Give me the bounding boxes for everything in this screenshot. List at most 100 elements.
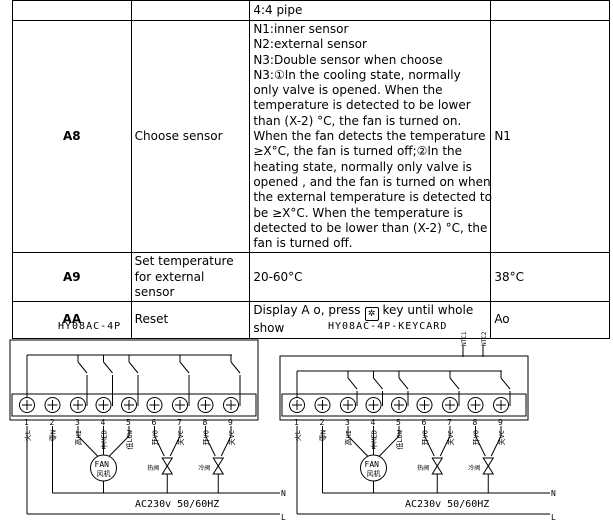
range-text: key until whole — [382, 303, 474, 318]
range-line: than (X-2) °C, the fan is turned on. — [253, 113, 462, 128]
cell-empty — [12, 0, 132, 21]
range-line: N3:①In the cooling state, normally — [253, 67, 461, 82]
name-line: sensor — [134, 285, 175, 300]
terminal-number: 9 — [228, 418, 233, 427]
relay-switch — [373, 377, 383, 390]
fan-lead — [347, 435, 370, 459]
terminal-number: 6 — [152, 418, 157, 427]
controller-box — [9, 339, 259, 421]
terminal-label: 关VC — [176, 430, 185, 445]
diagram-title: HY08AC-4P-KEYCARD — [328, 321, 447, 332]
terminal-label: 火L — [294, 430, 302, 441]
fan-lead — [377, 435, 400, 459]
terminal-label: 低LOW — [125, 429, 134, 449]
fan-label: FAN — [365, 460, 380, 469]
relay-switch — [179, 361, 190, 374]
table-row-a9: A9 Set temperature for external sensor 2… — [12, 252, 610, 303]
name-line: Set temperature for external — [134, 254, 234, 284]
terminal-number: 1 — [24, 418, 29, 427]
terminal-number: 2 — [50, 418, 55, 427]
cell-default: N1 — [490, 19, 610, 254]
terminal-label: 关VC — [446, 430, 455, 445]
valve-label: 热阀 — [147, 464, 159, 472]
terminal-label: 火L — [24, 430, 32, 441]
l-label: L — [281, 513, 286, 522]
table-row-aa: AA Reset Display A o, press✲key until wh… — [12, 301, 610, 339]
terminal-number: 8 — [473, 418, 478, 427]
fan-cn-label: 风机 — [367, 469, 381, 478]
fan-key-icon: ✲ — [364, 307, 379, 322]
cell-code: A9 — [12, 252, 132, 303]
range-line: detected to be lower than (X-2) °C, the — [253, 220, 488, 235]
valve-label: 热阀 — [417, 464, 429, 472]
valve-label: 冷阀 — [198, 464, 210, 472]
range-line: N3:Double sensor when choose — [253, 52, 443, 67]
range-line: fan is turned off. — [253, 236, 353, 251]
valve-icon — [431, 457, 444, 467]
valve-icon — [212, 457, 225, 467]
valve-lead — [154, 435, 165, 457]
valve-icon — [212, 465, 225, 475]
table-row-partial: 4:4 pipe — [12, 0, 610, 21]
n-label: N — [281, 489, 286, 498]
valve-lead — [205, 435, 216, 457]
cell-empty — [490, 0, 610, 21]
range-text: Display A o, press — [253, 303, 361, 318]
cell-range: 20-60°C — [249, 252, 492, 303]
terminal-label: 关VC — [497, 430, 506, 445]
terminal-number: 7 — [177, 418, 182, 427]
relay-switch — [128, 361, 139, 374]
terminal-strip — [281, 393, 527, 417]
fan-cn-label: 风机 — [97, 469, 111, 478]
range-line: temperature is detected to be lower — [253, 98, 471, 113]
terminal-number: 4 — [371, 418, 376, 427]
valve-lead — [220, 435, 232, 457]
terminal-label: 零N — [50, 430, 58, 441]
range-line: be ≥X°C. When the temperature is — [253, 205, 464, 220]
cell-code: A8 — [12, 19, 132, 254]
valve-lead — [424, 435, 435, 457]
wiring-diagrams: HY08AC-4P1火L2零N3高HI4中MED5低LOW6开VO7关VC8开V… — [0, 318, 613, 523]
terminal-number: 4 — [101, 418, 106, 427]
range-line: Display A o, press✲key until whole — [253, 303, 487, 322]
valve-lead — [490, 435, 502, 457]
controller-box — [279, 355, 529, 421]
terminal-number: 2 — [320, 418, 325, 427]
terminal-number: 5 — [396, 418, 401, 427]
terminal-number: 3 — [345, 418, 350, 427]
cell-name: Set temperature for external sensor — [130, 252, 251, 303]
n-label: N — [551, 489, 556, 498]
cell-range: Display A o, press✲key until whole show — [249, 301, 492, 339]
relay-switch — [77, 361, 88, 374]
valve-icon — [482, 457, 495, 467]
range-line: heating state, normally only valve is — [253, 159, 472, 174]
range-line: only valve is opened. When the — [253, 83, 443, 98]
relay-switch — [230, 361, 241, 374]
diagram-title: HY08AC-4P — [58, 321, 121, 332]
range-line: N1:inner sensor — [253, 22, 349, 36]
terminal-number: 7 — [447, 418, 452, 427]
terminal-label: 高HI — [74, 430, 83, 445]
relay-switch — [398, 377, 409, 390]
range-line: the external temperature is detected to — [253, 190, 492, 205]
terminal-label: 低LOW — [395, 429, 404, 449]
terminal-strip — [11, 393, 257, 417]
relay-switch — [347, 377, 358, 390]
fan-label: FAN — [95, 460, 110, 469]
terminal-label: 关VC — [227, 430, 236, 445]
valve-icon — [161, 457, 174, 467]
ntc1-label: NTC1 — [461, 331, 468, 346]
valve-icon — [161, 465, 174, 475]
valve-icon — [431, 465, 444, 475]
parameter-table: 4:4 pipe A8 Choose sensor N1:inner senso… — [12, 0, 610, 339]
range-line: show — [253, 321, 285, 336]
terminal-number: 6 — [422, 418, 427, 427]
fan-lead — [107, 435, 130, 459]
relay-switch — [449, 377, 460, 390]
cell-range: 4:4 pipe — [249, 0, 492, 21]
valve-label: 冷阀 — [468, 464, 480, 472]
terminal-number: 9 — [498, 418, 503, 427]
parameter-table-section: 4:4 pipe A8 Choose sensor N1:inner senso… — [12, 0, 610, 339]
